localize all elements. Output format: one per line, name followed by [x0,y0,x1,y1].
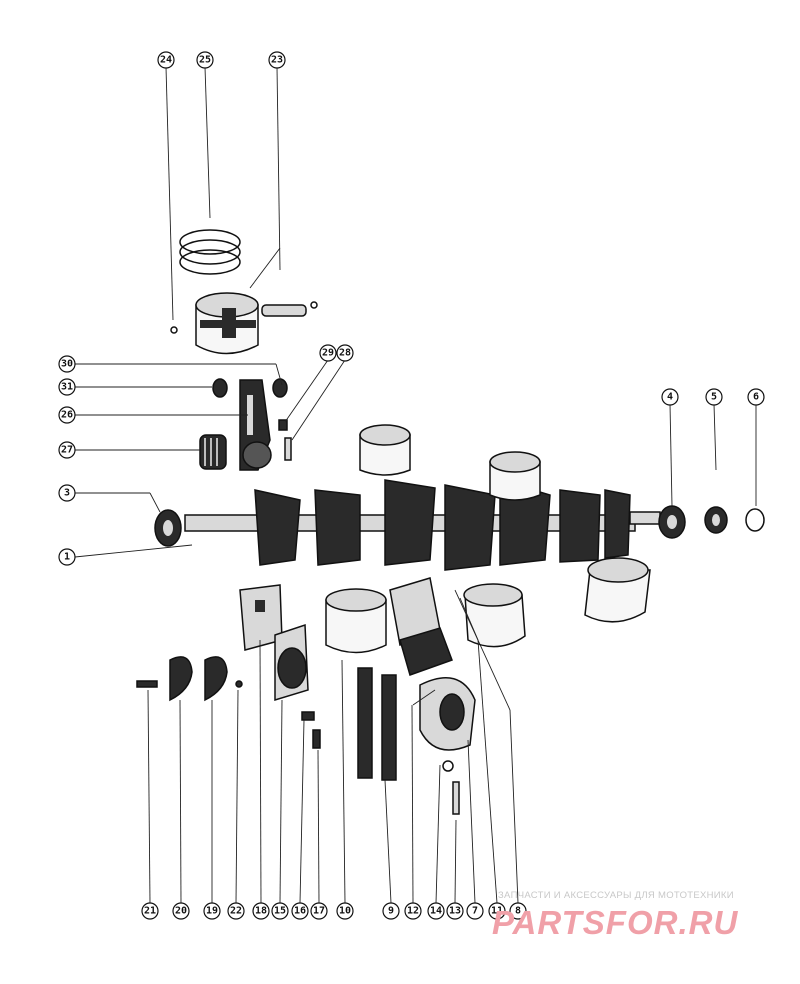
top-piston [195,292,259,355]
svg-text:24: 24 [160,55,172,66]
svg-text:23: 23 [271,55,283,66]
watermark-logo: PARTSFOR.RU [492,904,739,941]
callout-28: 28 [336,344,354,362]
callout-22: 22 [227,902,245,920]
connecting-rod [239,379,272,471]
svg-text:6: 6 [753,392,759,403]
left-seal-bearing [154,509,182,547]
svg-text:14: 14 [430,906,442,917]
callout-23: 23 [268,51,286,69]
callout-1: 1 [58,548,76,566]
svg-text:8: 8 [515,906,521,917]
svg-text:28: 28 [339,348,351,359]
callout-11: 11 [488,902,506,920]
callout-15: 15 [271,902,289,920]
callout-20: 20 [172,902,190,920]
callout-7: 7 [466,902,484,920]
callout-5: 5 [705,388,723,406]
callout-14: 14 [427,902,445,920]
svg-text:3: 3 [64,488,70,499]
svg-text:1: 1 [64,552,70,563]
callout-24: 24 [157,51,175,69]
svg-text:4: 4 [667,392,673,403]
svg-text:30: 30 [61,359,73,370]
right-bearings [658,505,765,539]
callout-8: 8 [509,902,527,920]
svg-text:9: 9 [388,906,394,917]
svg-text:29: 29 [322,348,334,359]
callout-10: 10 [336,902,354,920]
needle-bearings-small [212,378,288,398]
callout-27: 27 [58,441,76,459]
svg-text:15: 15 [274,906,286,917]
svg-text:17: 17 [313,906,325,917]
callout-19: 19 [203,902,221,920]
svg-text:26: 26 [61,410,73,421]
callout-3: 3 [58,484,76,502]
piston-rings [179,229,241,275]
needle-bearing-cage [199,434,227,470]
svg-text:25: 25 [199,55,211,66]
callout-12: 12 [404,902,422,920]
watermark-caption: ЗАПЧАСТИ И АКСЕССУАРЫ ДЛЯ МОТОТЕХНИКИ [498,890,734,901]
crankshaft [184,478,661,571]
callout-16: 16 [291,902,309,920]
callout-26: 26 [58,406,76,424]
callout-6: 6 [747,388,765,406]
reed-petals [169,656,243,702]
svg-text:21: 21 [144,906,156,917]
svg-text:27: 27 [61,445,73,456]
callout-30: 30 [58,355,76,373]
small-screws [136,680,321,749]
svg-text:13: 13 [449,906,461,917]
callout-18-left: 18 [252,902,270,920]
svg-text:11: 11 [491,906,503,917]
callout-25: 25 [196,51,214,69]
callout-21: 21 [141,902,159,920]
svg-text:10: 10 [339,906,351,917]
callout-31: 31 [58,378,76,396]
svg-text:12: 12 [407,906,419,917]
svg-text:22: 22 [230,906,242,917]
svg-text:20: 20 [175,906,187,917]
lower-main-bearings [389,577,476,751]
bolt-and-washer [442,760,460,815]
callout-29: 29 [319,344,337,362]
callout-9: 9 [382,902,400,920]
svg-text:7: 7 [472,906,478,917]
callout-13: 13 [446,902,464,920]
needle-roller-strips [357,667,397,781]
svg-text:5: 5 [711,392,717,403]
crank-pistons [325,424,651,654]
callout-4: 4 [661,388,679,406]
wrist-pin [170,301,318,334]
svg-text:19: 19 [206,906,218,917]
callout-17: 17 [310,902,328,920]
svg-text:16: 16 [294,906,306,917]
svg-text:31: 31 [61,382,73,393]
svg-text:18: 18 [255,906,267,917]
center-main-bearing-halves [239,584,309,702]
leader-lines [74,66,757,904]
rod-cap-bolt [278,419,292,461]
